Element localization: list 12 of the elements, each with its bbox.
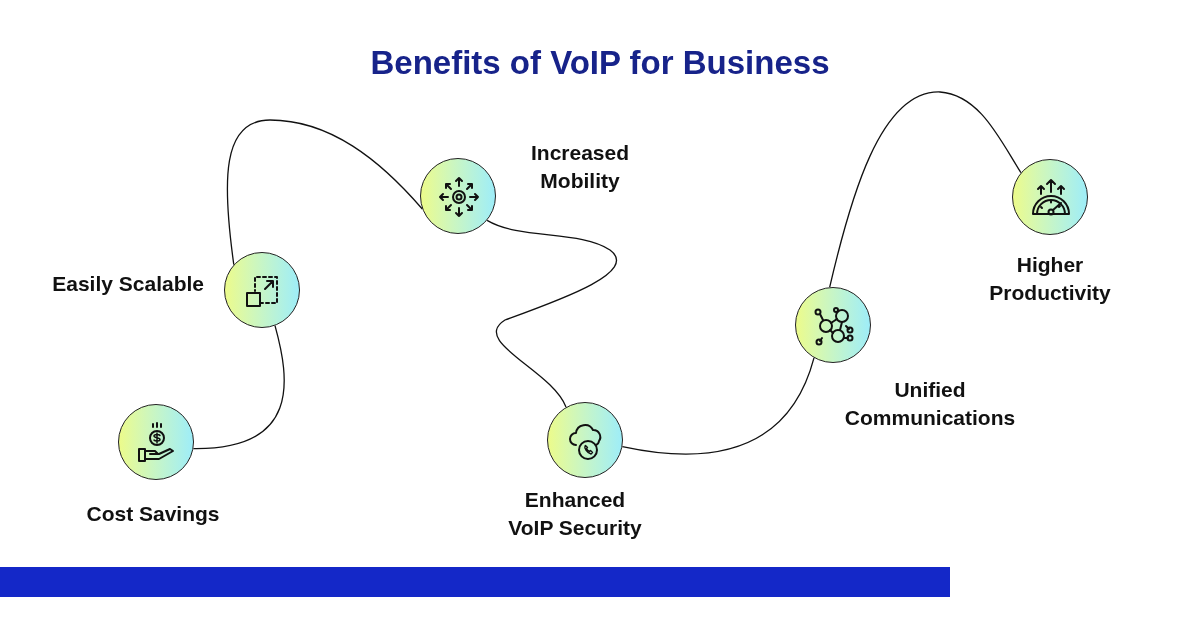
curved-connector — [829, 91, 1022, 288]
curved-connector — [226, 119, 423, 266]
benefit-label: Unified Communications — [843, 377, 1017, 431]
benefit-label: Higher Productivity — [988, 252, 1112, 306]
benefit-label: Cost Savings — [85, 501, 221, 527]
curved-connector — [192, 325, 285, 450]
curved-connector — [621, 357, 815, 455]
title: Benefits of VoIP for Business — [370, 43, 830, 83]
curved-connector — [486, 219, 618, 408]
benefit-label: Enhanced VoIP Security — [507, 487, 643, 541]
benefit-label: Easily Scalable — [51, 271, 204, 297]
benefit-label: Increased Mobility — [529, 140, 631, 194]
